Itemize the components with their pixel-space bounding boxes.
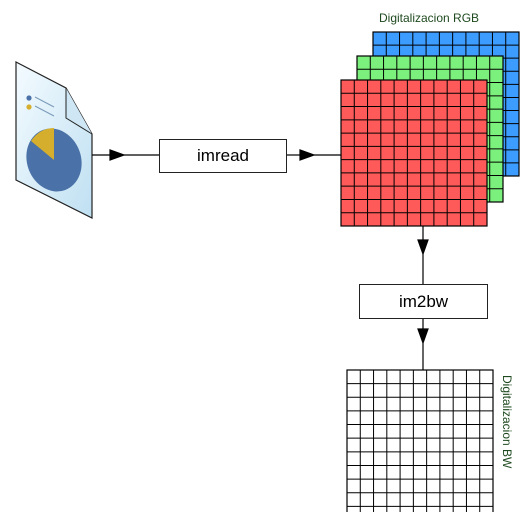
connectors [92,149,429,370]
rgb-digitization-label: Digitalizacion RGB [379,11,480,25]
bw-digitization-label: Digitalizacion BW [500,375,514,469]
bw-image-grid [346,369,494,512]
im2bw-label: im2bw [398,291,449,311]
document-pie-chart-icon [15,61,93,219]
imread-node: imread [159,139,287,173]
imread-label: imread [197,146,249,165]
im2bw-node: im2bw [359,284,488,319]
red-channel-grid [340,79,488,227]
